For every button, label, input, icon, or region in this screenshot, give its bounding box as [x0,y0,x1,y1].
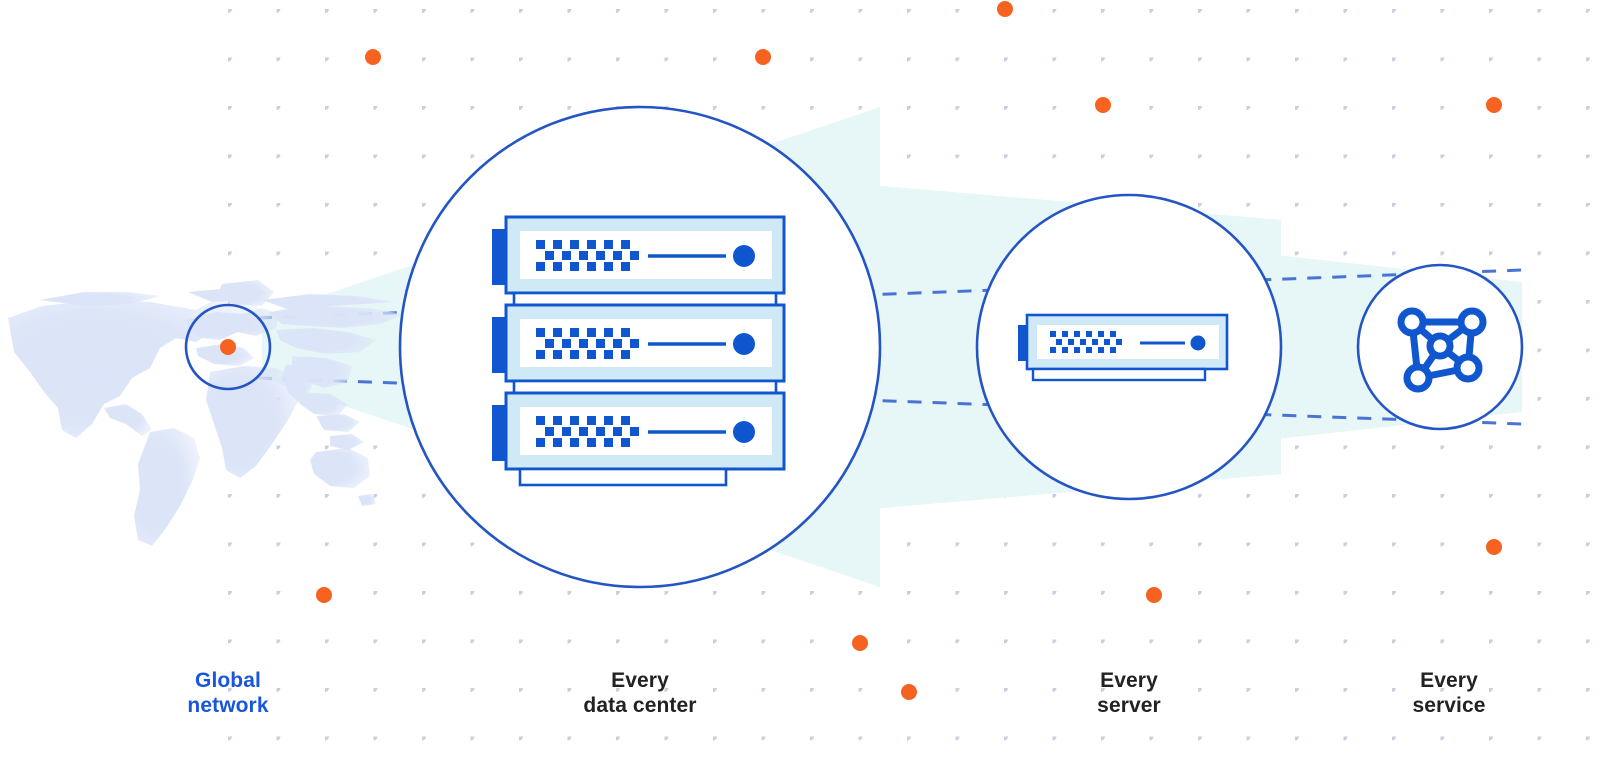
node-service[interactable] [1356,263,1524,431]
server-rack-icon [492,215,786,487]
marker-grid-9 [852,635,868,651]
orange-markers [316,1,1502,700]
node-global-network[interactable] [184,303,272,391]
server-unit-icon [1018,313,1229,382]
label-service: Every service [1412,669,1486,717]
node-data-center[interactable] [398,105,882,589]
marker-grid-4 [1095,97,1111,113]
marker-grid-7 [316,587,332,603]
service-network-icon [1397,307,1487,393]
marker-grid-5 [1486,97,1502,113]
marker-grid-3 [755,49,771,65]
marker-grid-10 [901,684,917,700]
rack-unit-2 [492,303,786,397]
label-global-network: Global network [187,669,269,717]
marker-grid-6 [1486,539,1502,555]
global-network-marker [220,339,236,355]
world-map-icon [8,280,404,546]
marker-grid-1 [997,1,1013,17]
marker-grid-8 [1146,587,1162,603]
label-server: Every server [1097,669,1161,717]
marker-grid-2 [365,49,381,65]
label-data-center: Every data center [583,669,697,717]
node-server[interactable] [975,193,1283,501]
rack-unit-1 [492,215,786,309]
global-network-circle [184,303,272,391]
rack-unit-3 [492,391,786,487]
